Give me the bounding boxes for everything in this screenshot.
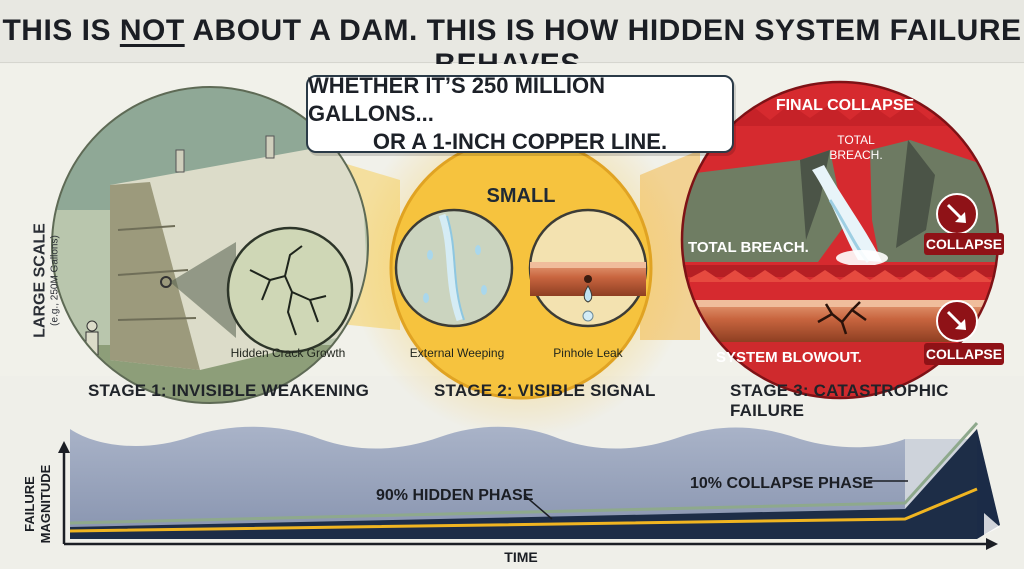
- breach-label-bottom: BREACH.: [829, 148, 882, 162]
- weeping-label: External Weeping: [410, 346, 505, 360]
- small-label: SMALL: [487, 185, 556, 207]
- crack-inset: [226, 226, 354, 354]
- system-blowout-caption: SYSTEM BLOWOUT.: [716, 349, 862, 366]
- collapse-badge-bottom: [924, 343, 1004, 365]
- final-collapse-label: FINAL COLLAPSE: [776, 97, 915, 114]
- collapse-icon-top: [936, 193, 978, 235]
- stage-1-label: STAGE 1: INVISIBLE WEAKENING: [88, 381, 370, 400]
- title-part-1: THIS IS: [2, 14, 120, 47]
- y-axis-label-1: FAILURE: [22, 476, 37, 532]
- y-axis-label-2: MAGNITUDE: [38, 464, 53, 543]
- pinhole-label: Pinhole Leak: [553, 346, 623, 360]
- collapse-phase-label: 10% COLLAPSE PHASE: [690, 475, 873, 492]
- x-axis-label: TIME: [504, 549, 537, 565]
- breach-label-top: TOTAL: [837, 133, 875, 147]
- title-emphasis: NOT: [119, 14, 185, 47]
- total-breach-caption: TOTAL BREACH.: [688, 239, 809, 256]
- callout-line-2: OR A 1-INCH COPPER LINE.: [372, 129, 668, 154]
- curve-teal: [69, 421, 979, 525]
- corner-arrow-icon: [984, 513, 1000, 535]
- callout-line-1: WHETHER IT’S 250 MILLION GALLONS...: [308, 73, 606, 126]
- y-axis-arrow-icon: [58, 441, 70, 453]
- collapse-badge-bottom-text: COLLAPSE: [926, 346, 1002, 362]
- stage-3-label: STAGE 3: CATASTROPHIC FAILURE: [730, 381, 949, 420]
- large-scale-subtitle: (e.g., 250M Gallons): [49, 235, 61, 326]
- collapse-badge-top-text: COLLAPSE: [926, 236, 1002, 252]
- illustration-panels: COLLAPSE COLLAPSE Hidden Crack Growth SM…: [51, 80, 1004, 438]
- large-scale-label: LARGE SCALE (e.g., 250M Gallons): [32, 191, 61, 371]
- panel-small: [389, 136, 653, 400]
- x-axis-arrow-icon: [986, 538, 998, 550]
- hidden-phase-leader: [523, 494, 553, 520]
- failure-graph: FAILURE MAGNITUDE TIME 90% HIDDEN PHASE …: [22, 421, 1000, 565]
- large-scale-title: LARGE SCALE: [31, 223, 49, 338]
- collapse-icon-bottom: [936, 300, 978, 342]
- curve-yellow: [69, 487, 978, 533]
- inset-label: Hidden Crack Growth: [231, 346, 346, 360]
- hidden-phase-label: 90% HIDDEN PHASE: [376, 487, 534, 504]
- hidden-band-fill: [70, 429, 977, 539]
- callout-box: WHETHER IT’S 250 MILLION GALLONS... OR A…: [306, 73, 734, 154]
- collapse-badge-top: [924, 233, 1004, 255]
- stage-2-label: STAGE 2: VISIBLE SIGNAL: [434, 381, 656, 400]
